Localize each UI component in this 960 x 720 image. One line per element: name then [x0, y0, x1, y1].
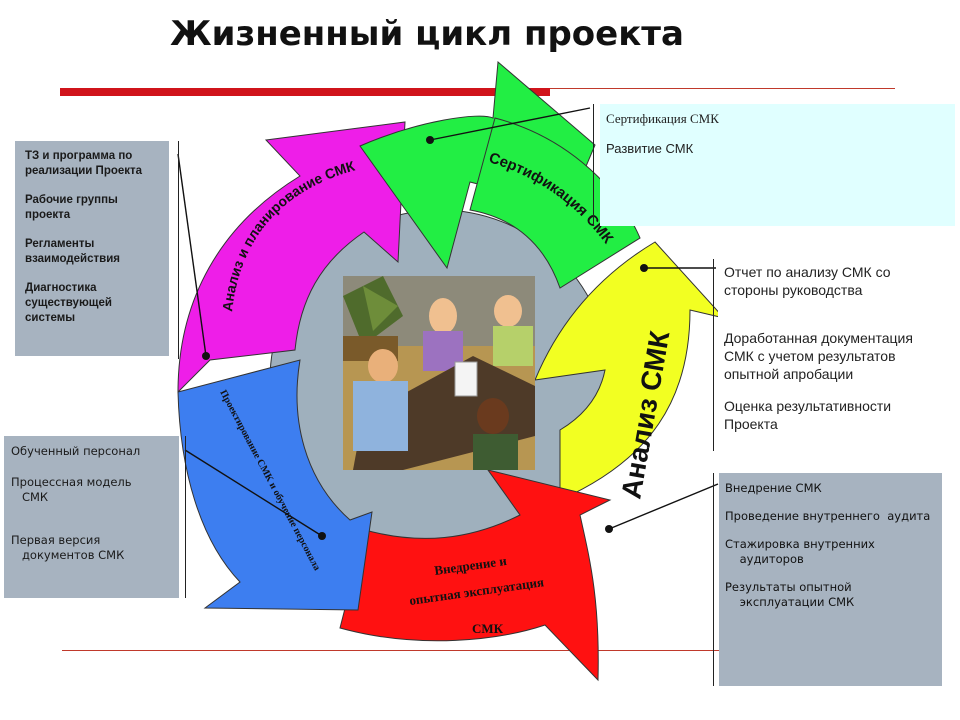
design-results-box: Обученный персонал Процессная модель СМК… [4, 436, 179, 598]
implementation-results-box: Внедрение СМК Проведение внутреннего ауд… [719, 473, 942, 686]
title-underline-bar [60, 88, 550, 96]
design-item: Обученный персонал [11, 444, 141, 458]
connector-design [184, 449, 323, 537]
design-item: Процессная модель СМК [11, 475, 132, 504]
analysis-results-box: Отчет по анализу СМК со стороны руководс… [718, 259, 958, 451]
planning-item: Рабочие группы проекта [25, 194, 118, 221]
certification-item: Развитие СМК [606, 141, 694, 156]
certification-item: Сертификация СМК [606, 111, 719, 126]
top-divider-line [550, 88, 895, 89]
page-title: Жизненный цикл проекта [170, 14, 684, 54]
connector-certification [429, 107, 591, 141]
implementation-item: Результаты опытной эксплуатации СМК [725, 580, 855, 609]
bottom-divider-line [62, 650, 942, 651]
implementation-item: Стажировка внутренних аудиторов [725, 537, 875, 566]
bracket-line-design [185, 436, 186, 598]
connector-dot-design [318, 532, 326, 540]
analysis-item: Оценка результативности Проекта [724, 398, 892, 432]
connector-dot-certification [426, 136, 434, 144]
stage-arrow-design [177, 359, 373, 611]
business-meeting-illustration [343, 276, 535, 470]
bracket-line-certification [593, 104, 594, 226]
connector-dot-analysis [640, 264, 648, 272]
analysis-item: Отчет по анализу СМК со стороны руководс… [724, 264, 891, 298]
design-item: Первая версия документов СМК [11, 533, 125, 562]
bracket-line-planning [178, 141, 179, 359]
implementation-item: Внедрение СМК [725, 481, 822, 495]
stage-arrow-implementation [339, 469, 612, 682]
planning-item: Диагностика существующей системы [25, 282, 112, 324]
connector-planning [177, 153, 207, 357]
bracket-line-implementation [713, 473, 714, 686]
planning-results-box: ТЗ и программа по реализации Проекта Раб… [15, 141, 169, 356]
stage-arrow-planning [177, 121, 406, 394]
implementation-item: Проведение внутреннего аудита [725, 509, 931, 523]
connector-dot-planning [202, 352, 210, 360]
connector-dot-implementation [605, 525, 613, 533]
connector-implementation [608, 483, 719, 530]
certification-results-box: Сертификация СМК Развитие СМК [600, 104, 955, 226]
planning-item: ТЗ и программа по реализации Проекта [25, 150, 143, 177]
stage-ring-certification [469, 117, 641, 289]
stage-label-implementation-3: СМК [472, 621, 504, 636]
stage-arrow-analysis [534, 241, 726, 501]
analysis-item: Доработанная документация СМК с учетом р… [724, 330, 913, 382]
bracket-line-analysis [713, 259, 714, 451]
planning-item: Регламенты взаимодействия [25, 238, 120, 265]
